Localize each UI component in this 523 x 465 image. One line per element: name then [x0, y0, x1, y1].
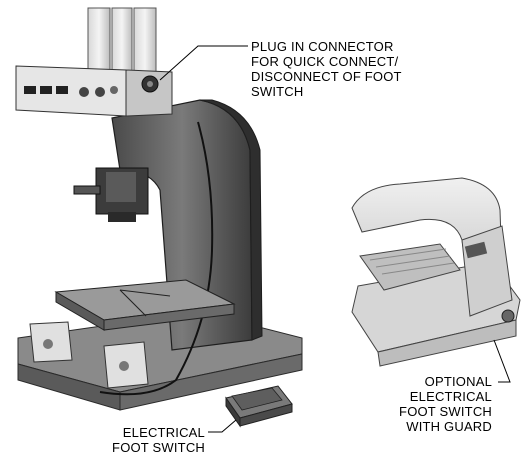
callout-line: SWITCH — [251, 84, 304, 99]
electrical-foot-switch — [225, 385, 293, 428]
leader-plug-connector — [159, 45, 248, 81]
callout-line: FOOT SWITCH — [112, 440, 205, 455]
callout-line: ELECTRICAL — [409, 389, 492, 404]
callout-line: OPTIONAL — [424, 374, 492, 389]
optional-foot-switch-with-guard — [351, 177, 521, 367]
callout-line: FOR QUICK CONNECT/ — [251, 54, 399, 69]
leader-optional-switch — [493, 339, 511, 383]
callout-plug-connector: PLUG IN CONNECTOR FOR QUICK CONNECT/ DIS… — [251, 39, 402, 99]
callout-optional-foot-switch: OPTIONAL ELECTRICAL FOOT SWITCH WITH GUA… — [372, 374, 492, 434]
callout-line: ELECTRICAL — [122, 425, 205, 440]
callout-electrical-foot-switch: ELECTRICAL FOOT SWITCH — [85, 425, 205, 455]
press-guide-rods — [87, 7, 111, 73]
callout-line: DISCONNECT OF FOOT — [251, 69, 402, 84]
callout-line: FOOT SWITCH — [399, 404, 492, 419]
press-machine — [15, 7, 303, 411]
leader-electrical-switch — [208, 419, 237, 433]
callout-line: PLUG IN CONNECTOR — [251, 39, 394, 54]
leader-lines — [159, 45, 511, 433]
callout-line: WITH GUARD — [406, 419, 492, 434]
